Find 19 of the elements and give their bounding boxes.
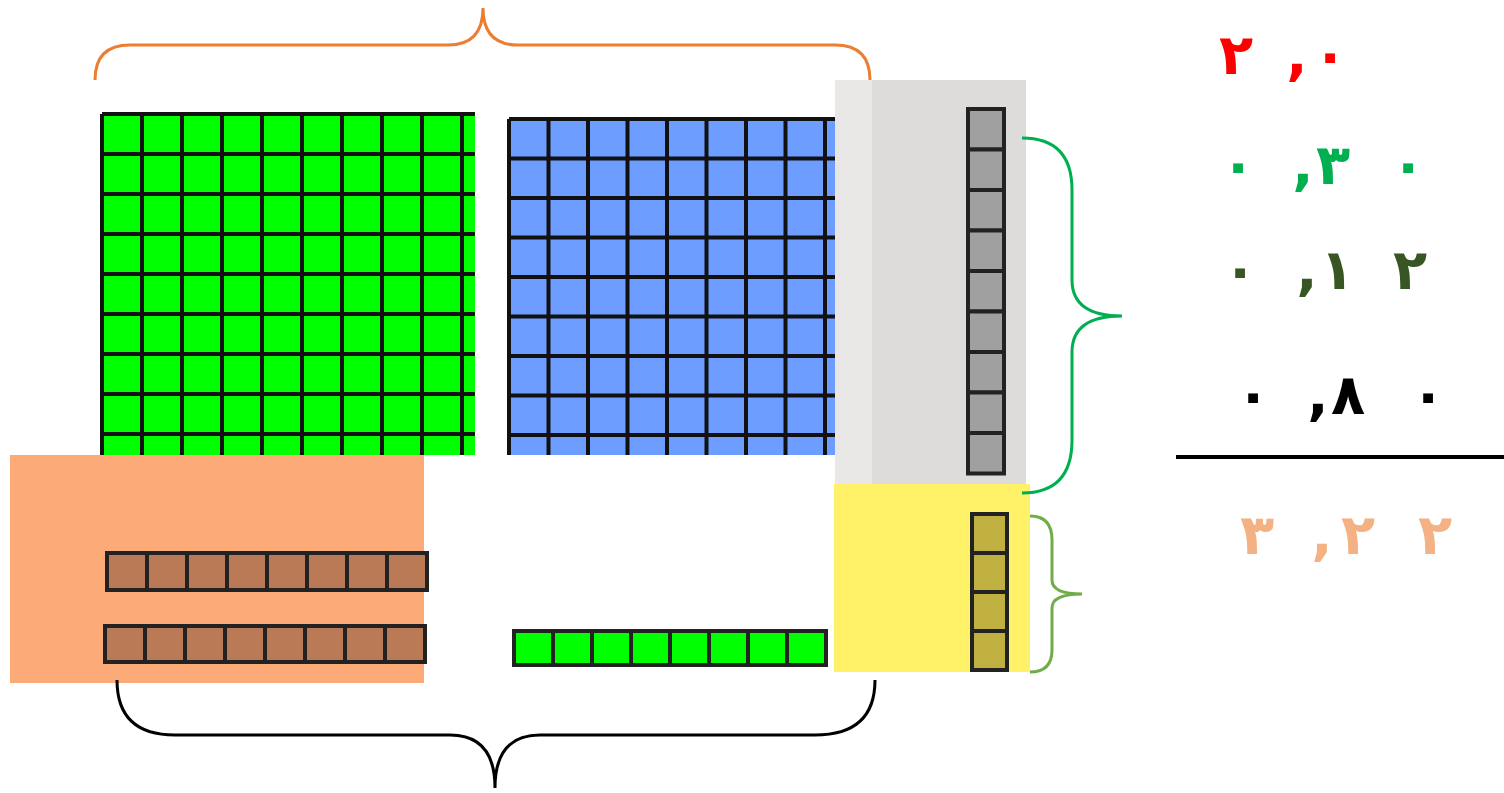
digit-label: ١ [1319, 242, 1355, 298]
digit-label: ٢ [1340, 507, 1376, 563]
digit-label: ٢ [1392, 242, 1428, 298]
digit-label: , [1311, 507, 1333, 563]
digit-label: , [1296, 242, 1318, 298]
digit-label: ٠ [1312, 27, 1348, 83]
digit-label: ٣ [1315, 137, 1351, 193]
digit-label: , [1286, 27, 1308, 83]
digit-label: ٠ [1410, 367, 1446, 423]
digit-label: , [1307, 367, 1329, 423]
digit-label: ٢ [1417, 507, 1453, 563]
digit-label: ٠ [1222, 242, 1258, 298]
digit-label: ٣ [1239, 507, 1275, 563]
digit-label: , [1292, 137, 1314, 193]
digit-label: ٠ [1235, 367, 1271, 423]
digit-label: ٠ [1390, 137, 1426, 193]
digit-label: ٠ [1220, 137, 1256, 193]
digit-label: ٢ [1218, 27, 1254, 83]
digit-label: ٨ [1330, 367, 1366, 423]
